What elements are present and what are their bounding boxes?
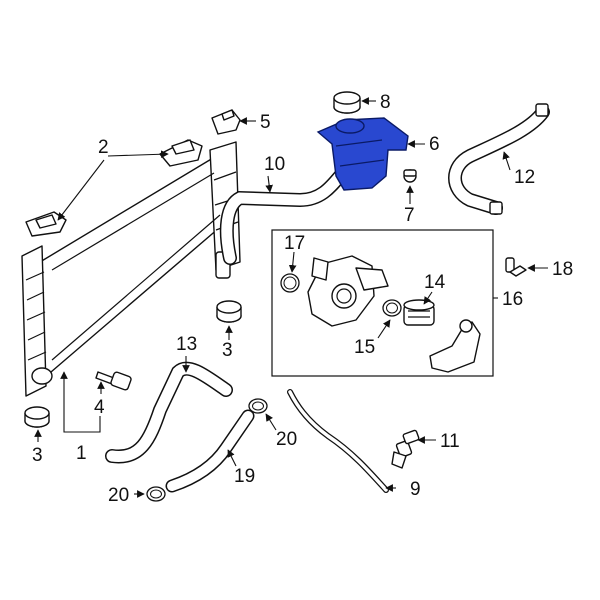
coolant-tube [287,389,389,493]
callout-3-upper: 3 [222,340,233,361]
coolant-reservoir [316,117,409,191]
callout-1: 1 [76,443,87,464]
callout-17: 17 [284,233,305,254]
callout-16: 16 [502,289,523,310]
callout-20-lower: 20 [108,485,129,506]
housing-bolt [505,257,527,277]
upper-bracket [159,139,203,167]
lower-radiator-hose [105,361,233,464]
lower-bracket [25,211,67,237]
bypass-hose [165,409,255,493]
thermostat-seal [382,299,402,317]
housing-seal [280,273,300,293]
radiator-bolt [95,371,132,391]
reservoir-bolt [403,169,417,183]
callout-18: 18 [552,259,573,280]
thermostat-outlet-housing [307,255,389,327]
retaining-clip [211,109,241,135]
hose-seal-lower [146,486,166,502]
callout-15: 15 [354,337,375,358]
mount-insulator-upper [216,300,242,323]
reservoir-cap [333,91,361,114]
callout-3-lower: 3 [32,445,43,466]
radiator [21,141,241,397]
water-outlet-elbow [429,319,481,373]
callout-19: 19 [234,466,255,487]
leader-lines [34,97,548,498]
callout-labels: 1 2 3 3 4 5 6 7 8 9 10 11 12 13 14 15 16… [32,92,573,506]
callout-9: 9 [410,479,421,500]
callout-13: 13 [176,334,197,355]
thermostat-housing-group-box [271,229,494,377]
callout-7: 7 [404,205,415,226]
callout-5: 5 [260,112,271,133]
upper-radiator-hose [219,169,347,265]
hose-seal-upper [248,398,268,414]
mount-insulator-lower [24,406,50,428]
callout-2: 2 [98,137,109,158]
callout-11: 11 [440,431,460,452]
bleeder-valve [391,429,420,469]
thermostat [403,299,435,326]
callout-12: 12 [514,167,535,188]
callout-4: 4 [94,397,105,418]
callout-14: 14 [424,272,446,293]
callout-10: 10 [264,154,285,175]
coolant-hose-upper-right [448,103,550,215]
callout-8: 8 [380,92,391,113]
callout-20-upper: 20 [276,429,297,450]
callout-6: 6 [429,134,440,155]
